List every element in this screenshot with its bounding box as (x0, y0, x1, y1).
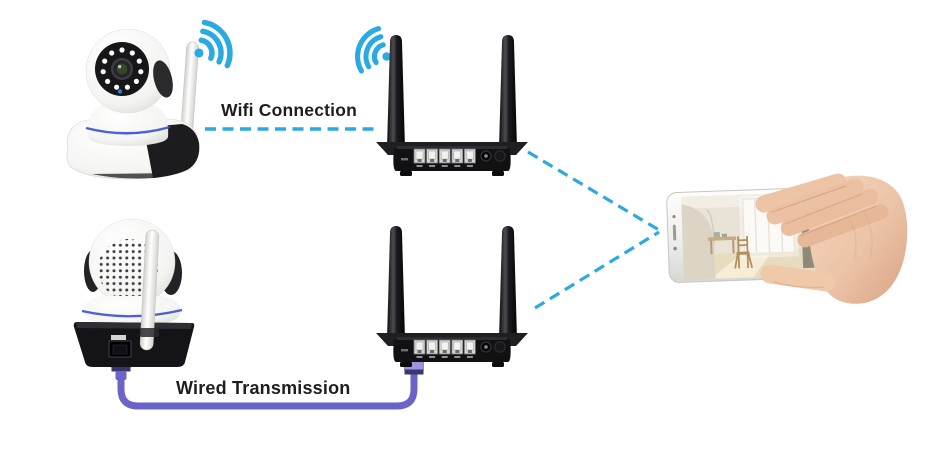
fingers (755, 173, 889, 248)
camera-side-mic (153, 60, 173, 98)
camera-body (87, 104, 169, 146)
camera-blue-ring (85, 125, 171, 135)
camera-blue-ring (81, 308, 183, 318)
wifi-router-top (375, 34, 529, 177)
router-top-to-phone-dashed-line (527, 150, 660, 232)
smartphone-in-hand (666, 173, 908, 304)
phone-front-camera (672, 214, 676, 219)
phone-speaker-slot (672, 224, 677, 241)
phone-sensor-dot (673, 246, 677, 251)
camera-status-led (117, 89, 123, 94)
camera-base (73, 322, 195, 367)
camera-lens-panel (95, 42, 149, 96)
ip-camera-front (66, 28, 200, 180)
wired-transmission-label: Wired Transmission (176, 378, 351, 398)
wifi-router-bottom (375, 225, 529, 368)
ip-camera-rear (73, 218, 195, 367)
camera-port-label (111, 335, 126, 340)
thumb (760, 264, 836, 292)
camera-speaker-grille (98, 239, 158, 299)
hand (755, 173, 908, 304)
camera-body (83, 296, 181, 326)
chair (734, 236, 753, 269)
camera-antenna (139, 229, 160, 351)
wifi-connection-label: Wifi Connection (221, 100, 358, 120)
router-bottom-to-phone-dashed-line (534, 230, 660, 310)
antenna-bracket (140, 328, 159, 337)
